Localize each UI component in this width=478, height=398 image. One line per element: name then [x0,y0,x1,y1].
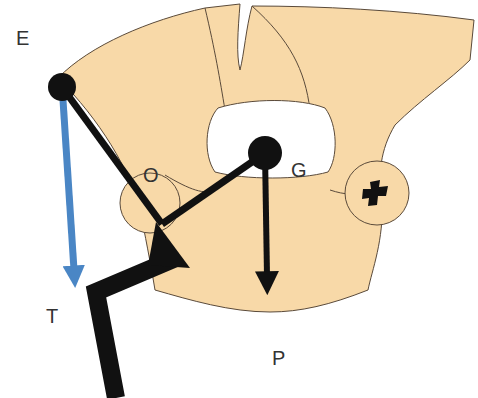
point-label: E [16,28,29,48]
weight-arrow [265,153,267,276]
sacrum-line [205,8,225,110]
lever-arm [62,87,162,224]
pelvis-bone [58,4,474,312]
femur-head [148,222,190,268]
point-dot [48,73,76,101]
point-dot [248,136,282,170]
point-label: O [143,165,159,185]
point-label: P [272,348,285,368]
lever-arm [162,153,265,224]
femur [96,258,176,398]
point-label: G [291,160,307,180]
obturator-opening [207,101,335,179]
point-label: T [46,306,58,326]
acetabulum [345,161,409,225]
blue-force-arrow [63,100,74,270]
plus-symbol [362,180,388,206]
sacrum-line [252,6,310,110]
